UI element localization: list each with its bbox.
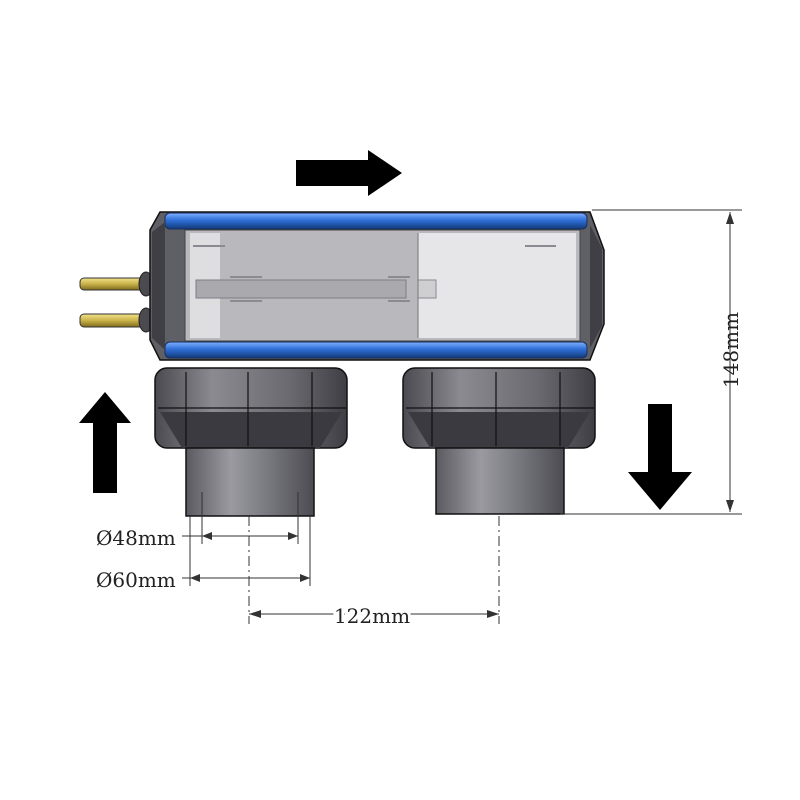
spacing-label: 122mm [334,604,410,628]
outlet-union [402,367,596,449]
electrode-pins [79,271,154,333]
spacing-dimension [248,516,500,624]
cell-body [149,211,605,361]
inlet-pipe [185,447,315,517]
flow-arrow-up [79,392,131,493]
outlet-pipe [435,447,565,515]
flow-arrow-right [296,150,402,196]
outer-diameter-label: Ø60mm [96,568,176,592]
inner-diameter-dimension [182,492,299,544]
flow-arrow-down [628,404,692,510]
height-label: 148mm [719,312,743,388]
inlet-union [154,367,348,449]
outer-diameter-dimension [182,516,311,586]
height-dimension [560,209,742,515]
inner-diameter-label: Ø48mm [96,526,176,550]
